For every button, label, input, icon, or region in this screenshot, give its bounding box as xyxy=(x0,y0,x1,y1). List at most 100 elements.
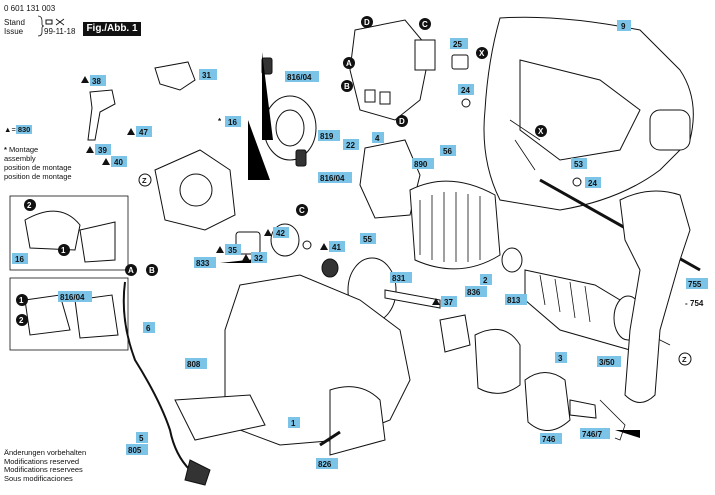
gear-housing-part xyxy=(474,328,521,394)
label-9: 9 xyxy=(617,20,631,31)
svg-text:16: 16 xyxy=(15,255,24,264)
svg-text:816/04: 816/04 xyxy=(60,293,85,302)
label-24b: 24 xyxy=(585,177,601,188)
stand-bracket-icon xyxy=(37,15,65,37)
svg-text:X: X xyxy=(538,127,544,136)
callout-C-top: C xyxy=(419,18,431,30)
label-53: 53 xyxy=(571,158,587,169)
callout-X-mid: X xyxy=(535,125,547,137)
issue-label: Issue xyxy=(4,27,24,36)
callout-B-cable: B xyxy=(146,264,158,276)
svg-text:5: 5 xyxy=(139,434,144,443)
svg-text:836: 836 xyxy=(467,288,481,297)
footer-notice: Änderungen vorbehalten Modifications res… xyxy=(4,448,86,483)
label-826: 826 xyxy=(316,458,338,469)
svg-text:38: 38 xyxy=(92,77,101,86)
svg-text:22: 22 xyxy=(346,141,355,150)
svg-text:890: 890 xyxy=(414,160,428,169)
callout-2-inset: 2 xyxy=(24,199,36,211)
svg-text:816/04: 816/04 xyxy=(287,73,312,82)
label-2: 2 xyxy=(480,274,492,285)
svg-text:24: 24 xyxy=(461,86,470,95)
svg-text:B: B xyxy=(149,266,155,275)
cap-31 xyxy=(154,61,196,91)
svg-text:1: 1 xyxy=(19,296,24,305)
label-3: 3 xyxy=(555,352,567,363)
label-755: 755 xyxy=(686,278,708,289)
callout-A-top: A xyxy=(343,57,355,69)
callout-C-mid: C xyxy=(296,204,308,216)
svg-text:Z: Z xyxy=(142,176,147,185)
svg-text:41: 41 xyxy=(332,243,341,252)
svg-text:37: 37 xyxy=(444,298,453,307)
svg-text:24: 24 xyxy=(588,179,597,188)
svg-text:-: - xyxy=(685,299,688,308)
svg-text:D: D xyxy=(399,117,405,126)
svg-text:47: 47 xyxy=(139,128,148,137)
label-25: 25 xyxy=(450,38,468,49)
svg-text:813: 813 xyxy=(507,296,521,305)
svg-text:2: 2 xyxy=(19,316,24,325)
label-35: 35 xyxy=(216,244,241,255)
star-mark: * xyxy=(218,117,222,126)
brush-frame-part xyxy=(359,139,421,219)
housing-collar-part xyxy=(649,109,691,151)
star-icon: * xyxy=(4,145,7,154)
svg-text:754: 754 xyxy=(690,299,704,308)
issue-date: 99-11-18 xyxy=(44,27,76,36)
label-813: 813 xyxy=(505,294,527,305)
inset-box-upper xyxy=(9,195,129,271)
svg-text:B: B xyxy=(344,82,350,91)
bearing-41 xyxy=(321,258,339,278)
chuck-part xyxy=(524,372,571,431)
label-40: 40 xyxy=(102,156,127,167)
montage-line-2: assembly xyxy=(4,154,36,163)
inset-box-lower xyxy=(9,277,129,351)
ref-830-note: ▲=830 xyxy=(4,125,33,134)
svg-text:816/04: 816/04 xyxy=(320,174,345,183)
label-42: 42 xyxy=(264,227,289,238)
bearing-35 xyxy=(235,231,261,255)
svg-text:831: 831 xyxy=(392,274,406,283)
label-805: 805 xyxy=(126,444,148,455)
svg-text:805: 805 xyxy=(128,446,142,455)
svg-text:746: 746 xyxy=(542,435,556,444)
housing-inner-part xyxy=(519,59,641,161)
figure-label: Fig./Abb. 1 xyxy=(83,22,141,36)
label-4: 4 xyxy=(372,132,384,143)
part-number: 0 601 131 003 xyxy=(4,4,56,13)
label-808: 808 xyxy=(185,358,207,369)
label-1: 1 xyxy=(288,417,300,428)
label-31: 31 xyxy=(199,69,217,80)
bearing-813 xyxy=(501,247,523,273)
svg-text:31: 31 xyxy=(202,71,211,80)
label-831: 831 xyxy=(390,272,412,283)
label-37: 37 xyxy=(432,296,457,307)
svg-text:39: 39 xyxy=(98,146,107,155)
label-38: 38 xyxy=(81,75,106,86)
callout-X-top: X xyxy=(476,47,488,59)
footer-line-2: Modifications reserved xyxy=(4,456,80,466)
label-55: 55 xyxy=(360,233,376,244)
callout-1-inset: 1 xyxy=(58,244,70,256)
footer-line-3: Modifications reservees xyxy=(4,465,83,474)
stator-part xyxy=(409,180,501,270)
svg-text:55: 55 xyxy=(363,235,372,244)
svg-text:35: 35 xyxy=(228,246,237,255)
callout-D-mid: D xyxy=(396,115,408,127)
switch-tab-part xyxy=(414,39,436,71)
chuck-key-part xyxy=(599,399,626,441)
grip-808 xyxy=(174,394,266,441)
label-890: 890 xyxy=(412,158,434,169)
svg-text:53: 53 xyxy=(574,160,583,169)
label-816a: 816/04 xyxy=(285,71,319,82)
svg-text:16: 16 xyxy=(228,118,237,127)
svg-text:25: 25 xyxy=(453,40,462,49)
label-47: 47 xyxy=(127,126,152,137)
callout-A-cable: A xyxy=(125,264,137,276)
footer-line-4: Sous modificaciones xyxy=(4,473,73,483)
montage-line-1: Montage xyxy=(9,145,39,154)
svg-text:833: 833 xyxy=(196,259,210,268)
